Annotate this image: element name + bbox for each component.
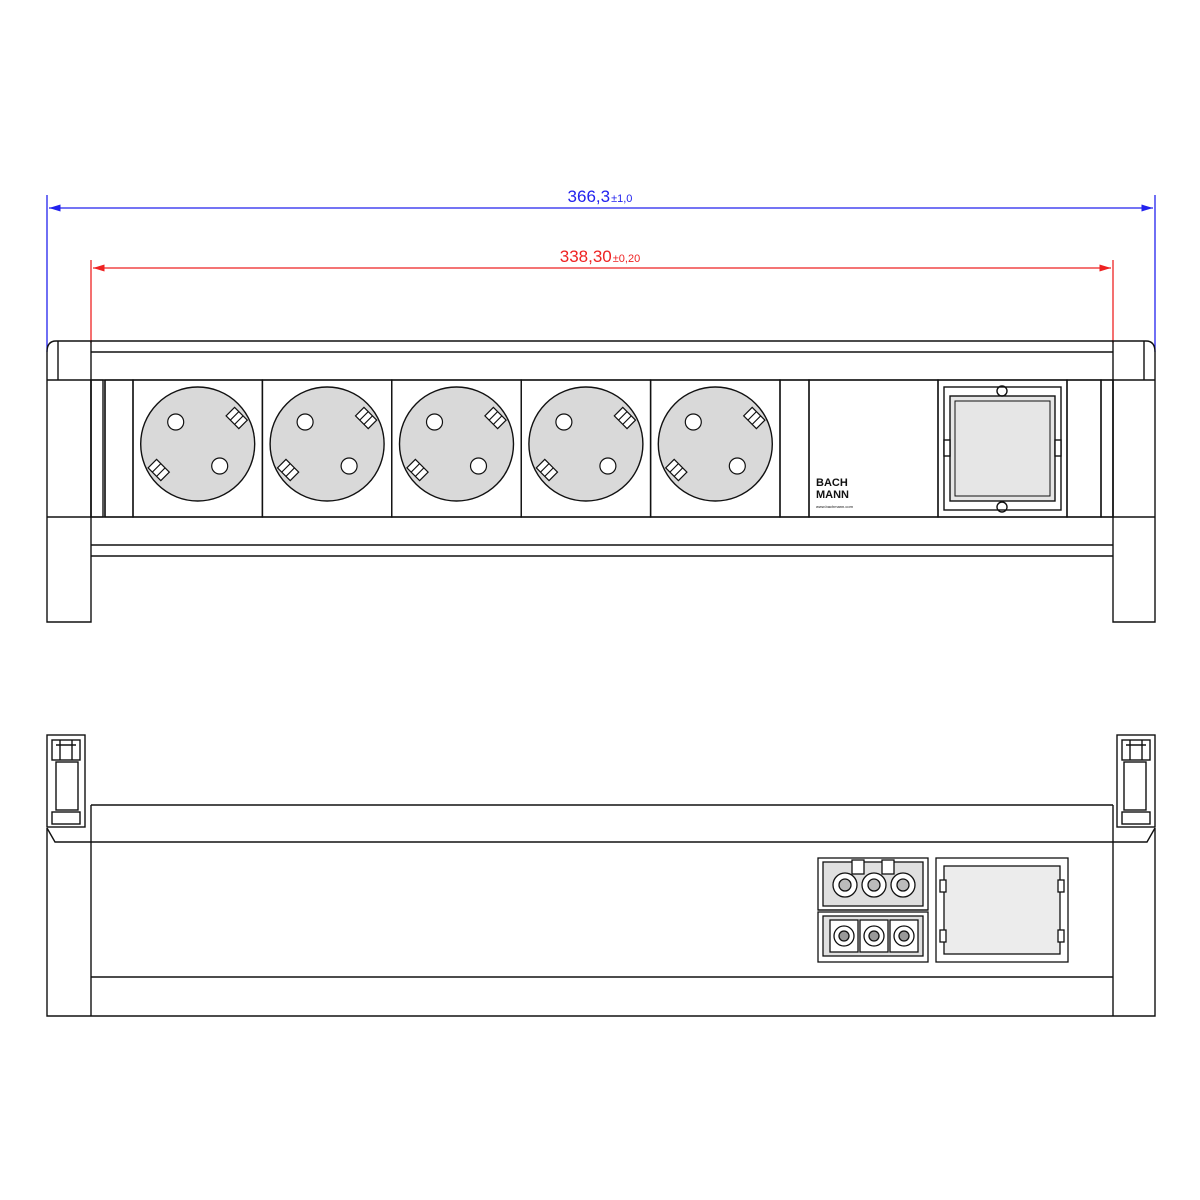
gst18-input-connector — [817, 857, 929, 911]
earth-clip — [535, 458, 559, 482]
socket-pin-hole — [599, 457, 617, 475]
inner-width-tolerance: ±0,20 — [613, 253, 640, 265]
earth-clip — [406, 458, 429, 482]
schuko-socket — [391, 379, 522, 518]
brand-logo: BACH MANN www.bachmann.com — [816, 477, 854, 509]
empty-module-frame — [937, 379, 1068, 518]
left-end-cap — [46, 340, 92, 623]
overall-width-value: 366,3 — [568, 187, 611, 206]
socket-pin-hole — [296, 413, 314, 431]
socket-face — [528, 386, 644, 502]
socket-face — [398, 386, 515, 502]
earth-clip — [613, 406, 637, 430]
socket-pin-hole — [684, 413, 702, 431]
socket-pin-hole — [728, 457, 746, 475]
earth-clip — [664, 458, 688, 482]
earth-clip — [484, 406, 507, 430]
brand-line-2: MANN — [816, 489, 849, 501]
socket-frame — [649, 379, 781, 518]
left-rear-end-cap — [46, 734, 91, 1017]
overall-width-dimension: 366,3±1,0 — [46, 187, 1156, 352]
rear-view — [46, 734, 1156, 1017]
schuko-sockets — [132, 379, 781, 518]
inner-width-dimension: 338,30±0,20 — [90, 247, 1114, 343]
socket-pin-hole — [340, 457, 358, 475]
socket-pin-hole — [167, 413, 185, 431]
socket-face — [657, 386, 773, 502]
schuko-socket — [520, 379, 652, 518]
schuko-socket — [649, 379, 781, 518]
earth-clip — [147, 458, 171, 482]
socket-pin-hole — [469, 457, 488, 475]
inner-width-value: 338,30 — [560, 247, 612, 266]
earth-clip — [225, 406, 249, 430]
socket-face — [139, 386, 256, 502]
schuko-socket — [132, 379, 264, 518]
svg-text:338,30±0,20: 338,30±0,20 — [560, 247, 640, 266]
svg-text:366,3±1,0: 366,3±1,0 — [568, 187, 633, 206]
brand-url: www.bachmann.com — [816, 504, 854, 509]
socket-pin-hole — [555, 413, 573, 431]
earth-clip — [276, 458, 300, 482]
gst18-output-connector — [817, 911, 929, 963]
brand-line-1: BACH — [816, 477, 848, 489]
schuko-socket — [261, 379, 393, 518]
right-rear-end-cap — [1113, 734, 1156, 1017]
earth-clip — [742, 406, 766, 430]
overall-width-tolerance: ±1,0 — [611, 193, 632, 205]
rear-blank-cover — [935, 857, 1069, 963]
socket-pin-hole — [211, 457, 229, 475]
socket-face — [269, 386, 385, 502]
right-end-cap — [1112, 340, 1156, 623]
earth-clip — [354, 406, 378, 430]
middle-blank-panel — [779, 379, 810, 518]
socket-pin-hole — [425, 413, 444, 431]
left-blank-panel — [104, 379, 134, 518]
right-blank-panel — [1066, 379, 1102, 518]
